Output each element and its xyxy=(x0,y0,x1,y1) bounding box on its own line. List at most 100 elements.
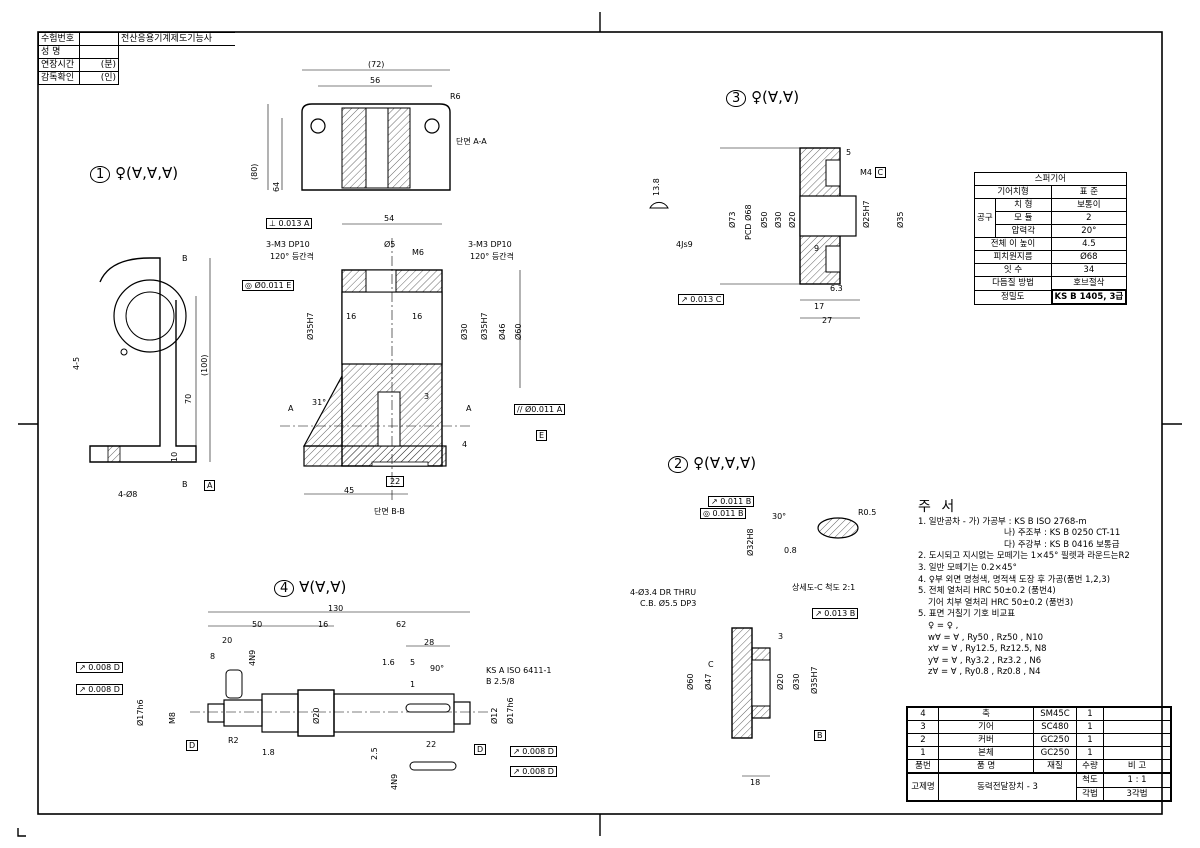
body-side-view xyxy=(89,257,211,463)
datum-d1: D xyxy=(186,740,199,751)
dim-130: 130 xyxy=(328,604,344,613)
note-line: 다) 주강부 : KS B 0416 보통급 xyxy=(1004,539,1120,550)
thread-m6: M6 xyxy=(412,248,424,257)
runout-frame-s3: ↗ 0.008 D xyxy=(510,746,557,757)
parts-header: 품번 품 명 재질 수량 비 고 xyxy=(906,759,1172,774)
gear-row-label: 정밀도 xyxy=(974,289,1052,305)
col-header: 재질 xyxy=(1033,759,1077,774)
gear-row-value: 4.5 xyxy=(1051,237,1127,251)
projection-value: 3각법 xyxy=(1103,786,1172,802)
dim-20b: Ø20 xyxy=(312,707,321,724)
gear-row-label: 압력각 xyxy=(994,224,1053,238)
dim-80: (80) xyxy=(250,163,259,180)
runout-frame-s2: ↗ 0.008 D xyxy=(76,684,123,695)
view-number: 4 xyxy=(274,580,295,597)
part-name: 축 xyxy=(938,706,1034,721)
note-line: 기어 치부 열처리 HRC 50±0.2 (품번3) xyxy=(928,597,1074,608)
part-remark xyxy=(1103,733,1172,747)
tol-value: 0.008 xyxy=(88,685,112,694)
gear-row-label: 모 듈 xyxy=(994,211,1053,225)
view-number: 1 xyxy=(90,166,111,183)
title-kind: 고제명 xyxy=(906,772,939,802)
gear-row-label: 잇 수 xyxy=(974,263,1052,277)
datum: D xyxy=(547,747,554,756)
scale-value: 1 : 1 xyxy=(1103,772,1172,788)
tol-value: 0.011 xyxy=(712,509,736,518)
thread-label: M4 xyxy=(860,168,872,177)
tol-value: 0.008 xyxy=(522,747,546,756)
thread-m8: M8 xyxy=(168,712,177,724)
assembly-title: 동력전달장치 - 3 xyxy=(938,772,1077,802)
parts-row: 2 커버 GC250 1 xyxy=(906,733,1172,747)
dim-10: 10 xyxy=(170,451,179,462)
part-qty: 1 xyxy=(1076,746,1104,760)
runout-frame-s1: ↗ 0.008 D xyxy=(76,662,123,673)
dim-35h7-a: Ø35H7 xyxy=(306,312,315,340)
tol-value: 0.011 xyxy=(720,497,744,506)
runout-frame: ↗ 0.013 C xyxy=(678,294,725,305)
part-qty: 1 xyxy=(1076,706,1104,721)
notes-title: 주 서 xyxy=(918,499,958,515)
dim-90deg: 90° xyxy=(430,664,445,673)
body-top-view xyxy=(267,69,451,191)
header-label: 수험번호 xyxy=(38,32,80,46)
section-mark-b1: B xyxy=(182,254,188,263)
dim-60: Ø60 xyxy=(514,323,523,340)
datum: D xyxy=(547,767,554,776)
view-label-2: 2 ♀(∀,∀,∀) xyxy=(668,454,757,473)
dim-35h7-b: Ø35H7 xyxy=(480,312,489,340)
dim-r6: R6 xyxy=(450,92,461,101)
header-suffix: (인) xyxy=(79,71,119,85)
parts-list: 4 축 SM45C 1 3 기어 SC480 1 2 커버 GC250 1 1 … xyxy=(906,706,1172,802)
dim-45: 45 xyxy=(344,486,355,495)
part-number: 2 xyxy=(906,733,939,747)
dim-54: 54 xyxy=(384,214,395,223)
dim-50: Ø50 xyxy=(760,211,769,228)
gear-row-value: 표 준 xyxy=(1051,185,1127,199)
note-line: z∀ = ∀ , Ry0.8 , Rz0.8 , N4 xyxy=(928,667,1041,678)
dim-30: Ø30 xyxy=(774,211,783,228)
section-label-aa: 단면 A-A xyxy=(456,137,487,146)
dim-8: 8 xyxy=(210,652,216,661)
gear-row-label: 전체 이 높이 xyxy=(974,237,1052,251)
part-material: SC480 xyxy=(1033,720,1077,734)
part-remark xyxy=(1103,706,1172,721)
part-qty: 1 xyxy=(1076,720,1104,734)
tol-value: 0.013 xyxy=(278,219,302,228)
dim-6-3: 6.3 xyxy=(830,284,843,293)
dim-2-5: 2.5 xyxy=(370,747,379,760)
gear-row-value: Ø68 xyxy=(1051,250,1127,264)
gear-row-value: 보통이 xyxy=(1051,198,1127,212)
header-value xyxy=(79,32,119,46)
tol-value: Ø0.011 xyxy=(254,281,284,290)
dim-31deg: 31° xyxy=(312,398,327,407)
dim-4: 4 xyxy=(462,440,468,449)
dim-72: (72) xyxy=(368,60,385,69)
section-label-bb: 단면 B-B xyxy=(374,507,405,516)
part-remark xyxy=(1103,746,1172,760)
note-line: 5. 전체 열처리 HRC 50±0.2 (품번4) xyxy=(918,586,1056,597)
dim-3: 3 xyxy=(778,632,784,641)
view-label-4: 4 ∀(∀,∀) xyxy=(274,578,347,597)
datum: B xyxy=(849,609,856,618)
dim-4-5: 4-5 xyxy=(72,356,81,370)
dim-17: 17 xyxy=(814,302,825,311)
perp-tolerance: ⊥ 0.013 A xyxy=(266,218,313,229)
note-line: 5. 표면 거칠기 기호 비교표 xyxy=(918,609,1016,620)
gear-row-value: 20° xyxy=(1051,224,1127,238)
note-line: ♀ = ♀ , xyxy=(928,620,959,631)
roughness-symbol: ♀(∀,∀) xyxy=(751,88,800,106)
roughness-symbol: ♀(∀,∀,∀) xyxy=(693,454,757,472)
dim-16b: 16 xyxy=(412,312,423,321)
view-number: 2 xyxy=(668,456,689,473)
runout-frame-3: ↗ 0.013 B xyxy=(812,608,859,619)
roughness-symbol: ∀(∀,∀) xyxy=(299,578,347,596)
view-label-3: 3 ♀(∀,∀) xyxy=(726,88,800,107)
header-suffix: (분) xyxy=(79,58,119,72)
thread-m4: M4 C xyxy=(860,167,887,178)
header-value xyxy=(79,45,119,59)
gear-row-value: 34 xyxy=(1051,263,1127,277)
part-material: GC250 xyxy=(1033,746,1077,760)
tol-value: 0.013 xyxy=(824,609,848,618)
hole-note-right: 3-M3 DP10 xyxy=(468,240,512,249)
